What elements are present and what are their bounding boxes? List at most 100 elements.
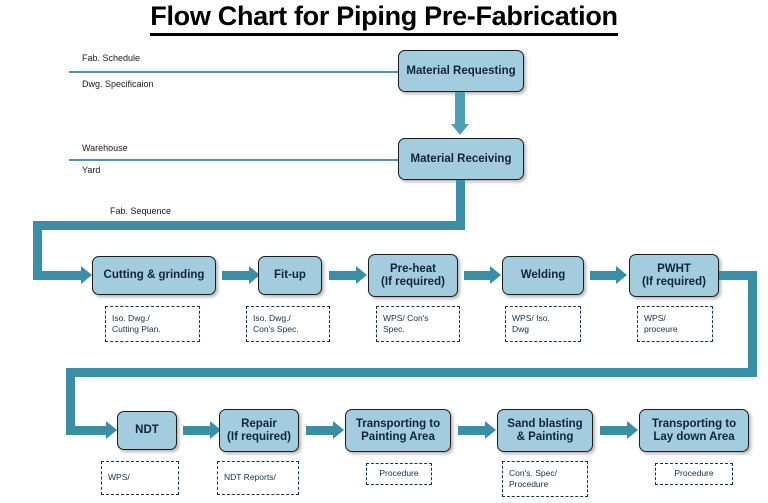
- arrow-preheat-to-welding-head: [490, 266, 501, 284]
- page-title: Flow Chart for Piping Pre-Fabrication: [0, 1, 768, 36]
- arrow-repair-to-transport-painting: [306, 426, 334, 435]
- input-rule-1-label-below: Dwg. Specificaion: [82, 79, 154, 89]
- note-line-1: Con's. Spec/: [509, 467, 557, 478]
- connector-pwht-down: [748, 271, 757, 377]
- connector-requesting-to-receiving-arrowhead: [451, 124, 469, 135]
- note-box-transporting-to-painting-area: Procedure: [366, 463, 432, 485]
- process-box-label-line-1: Pre-heat: [389, 262, 436, 275]
- arrow-preheat-to-welding: [464, 271, 491, 280]
- process-box-material-receiving[interactable]: Material Receiving: [398, 138, 524, 180]
- process-box-label-line-2: Painting Area: [361, 430, 435, 443]
- process-box-repair[interactable]: Repair (If required): [219, 409, 299, 452]
- process-box-label-line-2: (If required): [381, 275, 445, 288]
- arrow-ndt-to-repair-head: [210, 421, 221, 439]
- process-box-label-line-1: Fit-up: [274, 269, 306, 282]
- arrow-sandblasting-to-transport-laydown: [600, 426, 628, 435]
- process-box-label-line-1: NDT: [135, 424, 159, 437]
- note-line-1: Iso. Dwg./: [253, 312, 291, 323]
- connector-receiving-down: [456, 180, 465, 226]
- connector-into-ndt: [66, 426, 107, 435]
- process-box-transporting-to-lay-down-area[interactable]: Transporting to Lay down Area: [639, 409, 749, 452]
- note-box-welding: WPS/ Iso. Dwg: [505, 306, 581, 342]
- note-box-sand-blasting-painting: Con's. Spec/ Procedure: [502, 461, 588, 497]
- process-box-pwht[interactable]: PWHT (If required): [629, 254, 719, 297]
- connector-receiving-left: [33, 221, 465, 230]
- process-box-label-line-1: Cutting & grinding: [103, 269, 205, 282]
- arrow-ndt-to-repair: [183, 426, 211, 435]
- process-box-welding[interactable]: Welding: [502, 256, 584, 295]
- arrow-repair-to-transport-painting-head: [333, 421, 344, 439]
- note-box-ndt: WPS/: [101, 461, 179, 495]
- arrow-cutting-to-fitup-head: [249, 266, 260, 284]
- process-box-label-line-2: & Painting: [516, 430, 574, 443]
- note-box-repair: NDT Reports/: [217, 461, 299, 495]
- connector-bottom-left-run: [66, 368, 757, 377]
- process-box-label-line-1: Transporting to: [651, 417, 737, 430]
- input-rule-1-label-above: Fab. Schedule: [82, 53, 141, 63]
- input-rule-1: [69, 71, 400, 73]
- process-box-cutting-grinding[interactable]: Cutting & grinding: [92, 256, 216, 295]
- process-box-label: Material Requesting: [406, 64, 516, 77]
- process-box-label-group: Cutting & grinding: [104, 269, 205, 282]
- connector-down-to-ndt: [66, 368, 75, 431]
- process-box-label-line-2: Lay down Area: [653, 430, 735, 443]
- connector-into-cutting: [33, 271, 82, 280]
- process-box-label: Material Receiving: [410, 152, 512, 165]
- arrow-welding-to-pwht: [590, 271, 617, 280]
- process-box-label-group: Repair (If required): [227, 418, 291, 444]
- process-box-ndt[interactable]: NDT: [117, 411, 177, 450]
- process-box-transporting-to-painting-area[interactable]: Transporting to Painting Area: [345, 409, 451, 452]
- note-box-cutting-grinding: Iso. Dwg./ Cutting Plan.: [105, 306, 200, 342]
- arrow-transport-painting-to-sandblasting-head: [485, 421, 496, 439]
- process-box-label-group: Pre-heat (If required): [381, 263, 445, 289]
- process-box-label-line-1: PWHT: [657, 262, 691, 275]
- note-line-1: WPS/ Iso.: [512, 312, 550, 323]
- note-line-1: WPS/: [108, 472, 130, 483]
- page-title-text: Flow Chart for Piping Pre-Fabrication: [150, 1, 618, 36]
- connector-into-ndt-arrowhead: [106, 421, 117, 439]
- connector-pwht-right: [719, 271, 757, 280]
- connector-into-cutting-arrowhead: [81, 266, 92, 284]
- process-box-label-line-2: (If required): [642, 275, 706, 288]
- note-line-1: Iso. Dwg./: [112, 312, 150, 323]
- note-box-transporting-to-lay-down-area: Procedure: [655, 463, 733, 485]
- note-line-2: Con's Spec.: [253, 324, 299, 334]
- note-box-pre-heat: WPS/ Con's Spec.: [376, 306, 460, 342]
- arrow-welding-to-pwht-head: [616, 266, 627, 284]
- process-box-label-group: Sand blasting & Painting: [507, 418, 582, 444]
- process-box-label-group: PWHT (If required): [642, 263, 706, 289]
- process-box-label-line-1: Welding: [520, 269, 566, 282]
- process-box-label-group: Transporting to Lay down Area: [652, 418, 736, 444]
- input-rule-2-label-above: Warehouse: [82, 143, 128, 153]
- connector-left-down-to-cutting: [33, 221, 42, 276]
- note-line-1: NDT Reports/: [224, 472, 276, 483]
- note-line-1: WPS/: [644, 312, 666, 323]
- process-box-label-line-1: Transporting to: [355, 417, 441, 430]
- process-box-material-requesting[interactable]: Material Requesting: [398, 50, 524, 92]
- connector-requesting-to-receiving: [455, 92, 465, 125]
- process-box-label-line-1: Repair: [241, 417, 277, 430]
- process-box-fit-up[interactable]: Fit-up: [258, 256, 322, 295]
- note-box-fit-up: Iso. Dwg./ Con's Spec.: [246, 306, 330, 342]
- arrow-cutting-to-fitup: [222, 271, 250, 280]
- note-line-2: Spec.: [383, 324, 405, 334]
- process-box-pre-heat[interactable]: Pre-heat (If required): [368, 254, 458, 297]
- process-box-sand-blasting-painting[interactable]: Sand blasting & Painting: [497, 409, 593, 452]
- input-rule-2-label-below: Yard: [82, 165, 101, 175]
- note-line-1: Procedure: [674, 468, 714, 479]
- arrow-fitup-to-preheat-head: [356, 266, 367, 284]
- arrow-transport-painting-to-sandblasting: [458, 426, 486, 435]
- arrow-fitup-to-preheat: [329, 271, 357, 280]
- process-box-label-line-1: Sand blasting: [507, 417, 583, 430]
- process-box-label-group: Transporting to Painting Area: [356, 418, 440, 444]
- note-line-1: WPS/ Con's: [383, 312, 429, 323]
- note-line-1: Procedure: [379, 468, 419, 479]
- note-box-pwht: WPS/ proceure: [637, 306, 713, 342]
- input-rule-2: [69, 159, 400, 161]
- process-box-label-line-2: (If required): [227, 430, 291, 443]
- note-line-2: Procedure: [509, 479, 549, 489]
- note-line-2: Cutting Plan.: [112, 324, 161, 334]
- note-line-2: Dwg: [512, 324, 530, 334]
- note-line-2: proceure: [644, 324, 678, 334]
